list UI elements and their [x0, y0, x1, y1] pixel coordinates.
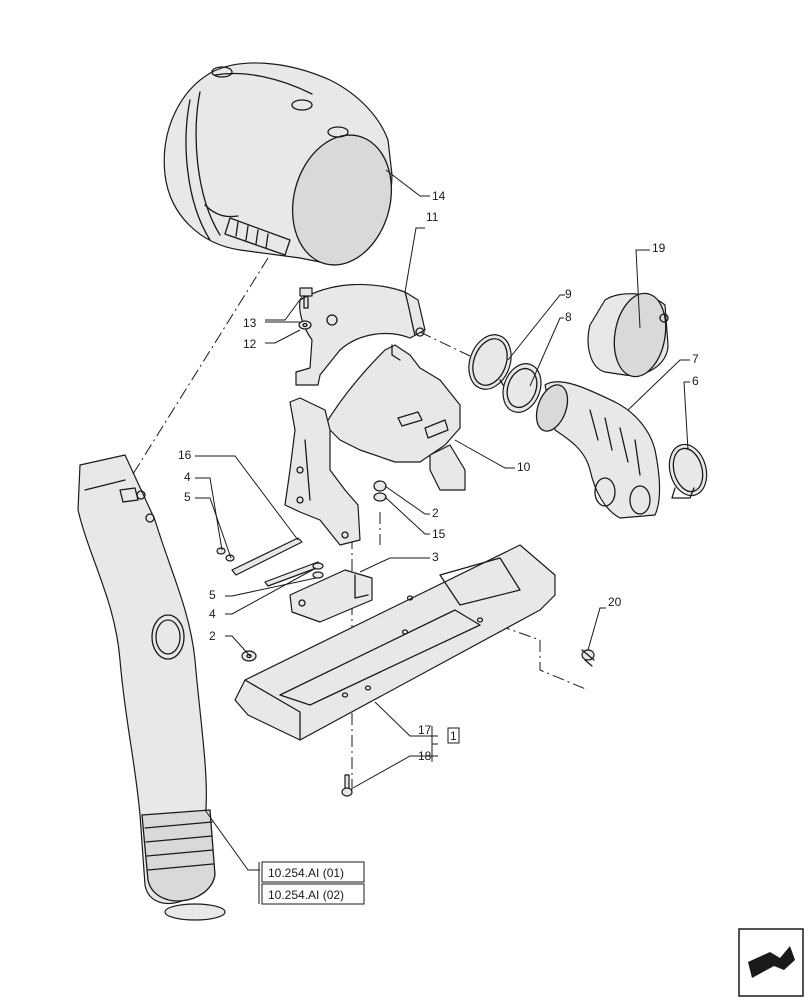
callout-10: 10 [517, 460, 531, 474]
hose-clamp-6 [668, 443, 708, 499]
sleeve-19 [587, 292, 669, 378]
callout-14: 14 [432, 189, 446, 203]
callout-5-upper: 5 [184, 490, 191, 504]
mounting-bracket-upper [324, 344, 466, 491]
callout-8: 8 [565, 310, 572, 324]
callout-16: 16 [178, 448, 192, 462]
callout-12: 12 [243, 337, 257, 351]
leader-lines [195, 169, 690, 904]
clamp-9 [468, 334, 513, 390]
callout-6: 6 [692, 374, 699, 388]
callout-19: 19 [652, 241, 666, 255]
vertical-support-bracket [284, 397, 361, 546]
base-plate [234, 544, 556, 741]
reference-boxes: 10.254.AI (01) 10.254.AI (02) [261, 861, 365, 905]
gasket-8 [502, 363, 542, 413]
callout-20: 20 [608, 595, 622, 609]
heat-shield [295, 283, 426, 386]
nut-2-upper [373, 480, 387, 502]
washer-12 [298, 320, 312, 330]
callout-2-lower: 2 [209, 629, 216, 643]
intake-elbow-7 [535, 381, 661, 519]
nut-2-lower [241, 650, 257, 662]
reference-link-2[interactable]: 10.254.AI (02) [268, 888, 344, 902]
callout-2-upper: 2 [432, 506, 439, 520]
callout-5-lower: 5 [209, 588, 216, 602]
callout-7: 7 [692, 352, 699, 366]
reference-link-1[interactable]: 10.254.AI (01) [268, 866, 344, 880]
callout-4-upper: 4 [184, 470, 191, 484]
bolt-18 [341, 774, 353, 797]
callout-17: 17 [418, 723, 432, 737]
callout-13: 13 [243, 316, 257, 330]
strap-16 [216, 537, 303, 576]
air-filter-housing [163, 62, 393, 266]
callout-labels: 14 11 19 9 8 13 12 7 6 16 10 4 5 2 15 3 … [178, 189, 699, 763]
strap-lower [264, 561, 324, 587]
callout-4-lower: 4 [209, 607, 216, 621]
assembly-bracket: 1 [447, 727, 460, 744]
callout-1: 1 [450, 729, 457, 743]
callout-9: 9 [565, 287, 572, 301]
callout-3: 3 [432, 550, 439, 564]
callout-18: 18 [418, 749, 432, 763]
small-bracket-3 [289, 569, 373, 623]
bolt-13 [299, 287, 313, 309]
intake-pipe [77, 454, 226, 921]
callout-11: 11 [426, 210, 439, 224]
next-page-arrow-icon[interactable] [738, 928, 804, 997]
callout-15: 15 [432, 527, 446, 541]
fitting-20 [581, 649, 595, 667]
